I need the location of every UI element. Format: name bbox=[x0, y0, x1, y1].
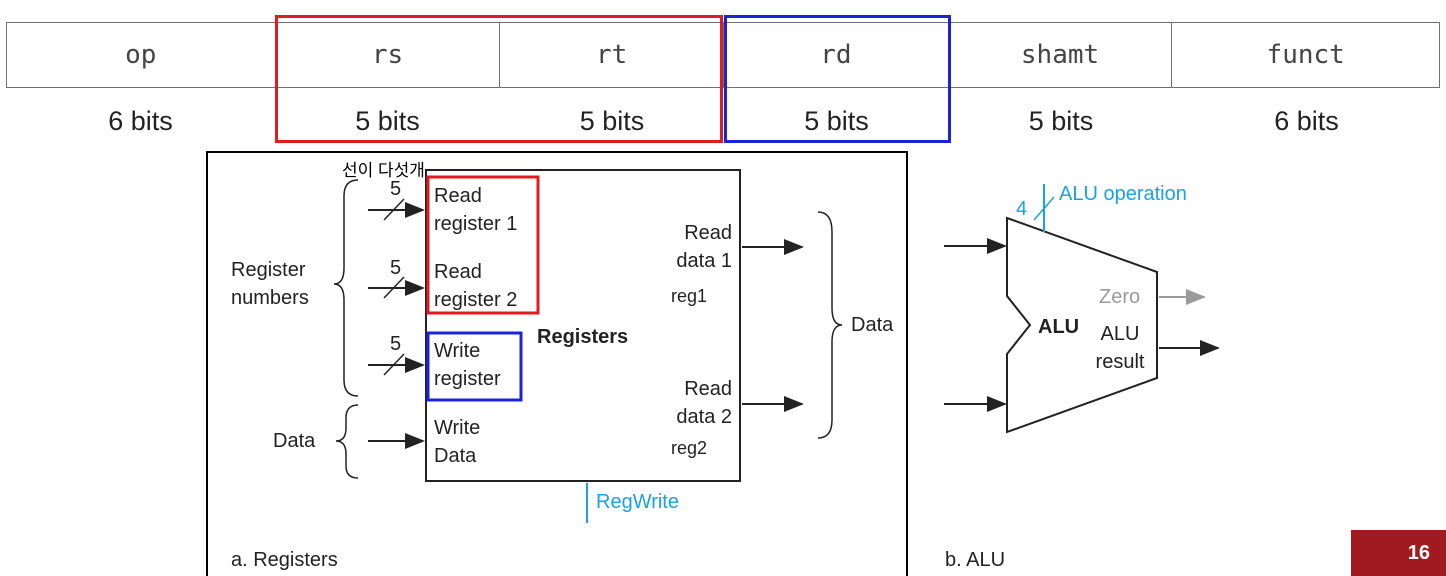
alu-operation-slash bbox=[1033, 196, 1055, 221]
field-op: op bbox=[7, 23, 276, 87]
reg1-label: reg1 bbox=[671, 286, 708, 306]
bus-slash-1 bbox=[383, 198, 405, 221]
bit-widths-row: 6 bits 5 bits 5 bits 5 bits 5 bits 6 bit… bbox=[6, 106, 1440, 137]
read-data-1-label: Read data 1 bbox=[676, 222, 732, 272]
register-file-box bbox=[425, 169, 741, 482]
field-rt: rt bbox=[500, 23, 724, 87]
data-out-label: Data bbox=[851, 314, 894, 336]
alu-shape bbox=[1006, 216, 1158, 434]
bits-shamt: 5 bits bbox=[1028, 106, 1094, 136]
bits-rs: 5 bits bbox=[355, 106, 420, 136]
registers-title: Registers bbox=[537, 326, 629, 348]
registers-figure-frame bbox=[206, 151, 908, 576]
read-register-2-label: Read register 2 bbox=[434, 261, 518, 311]
field-shamt: shamt bbox=[949, 23, 1173, 87]
field-rs: rs bbox=[276, 23, 501, 87]
alu-op-width-label: 4 bbox=[1016, 198, 1028, 220]
regwrite-label: RegWrite bbox=[596, 491, 679, 513]
page-number-badge: 16 bbox=[1351, 530, 1446, 576]
bits-funct: 6 bits bbox=[1274, 106, 1339, 136]
bus-slash-3 bbox=[383, 353, 405, 376]
annotation-korean: 선이 다섯개 bbox=[342, 161, 425, 180]
width-label-1: 5 bbox=[390, 178, 402, 200]
bits-rt: 5 bits bbox=[579, 106, 645, 136]
bus-slash-2 bbox=[383, 276, 405, 299]
register-numbers-brace bbox=[333, 179, 359, 397]
rd-highlight bbox=[724, 15, 951, 143]
alu-result-label: ALU result bbox=[1095, 323, 1145, 373]
rs-rt-highlight bbox=[275, 15, 723, 143]
read-registers-highlight bbox=[426, 175, 540, 315]
field-funct: funct bbox=[1266, 40, 1345, 70]
alu-zero-label: Zero bbox=[1099, 286, 1141, 308]
bits-op: 6 bits bbox=[108, 106, 173, 136]
width-label-3: 5 bbox=[390, 333, 402, 355]
data-in-label: Data bbox=[273, 430, 316, 452]
read-data-2-label: Read data 2 bbox=[676, 378, 732, 428]
alu-operation-label: ALU operation bbox=[1059, 183, 1187, 205]
write-register-highlight bbox=[426, 331, 523, 402]
read-register-1-label: Read register 1 bbox=[434, 185, 518, 235]
write-data-label: Write Data bbox=[434, 417, 481, 467]
width-label-2: 5 bbox=[390, 257, 402, 279]
alu-label: ALU bbox=[1038, 316, 1080, 338]
data-out-brace bbox=[817, 211, 843, 439]
registers-caption: a. Registers bbox=[231, 549, 338, 571]
register-numbers-label: Register numbers bbox=[231, 259, 309, 309]
alu-caption: b. ALU bbox=[945, 549, 1006, 571]
data-in-brace bbox=[335, 404, 359, 479]
instruction-format-table: op rs rt rd shamt funct bbox=[6, 22, 1440, 88]
bits-rd: 5 bits bbox=[804, 106, 869, 136]
reg2-label: reg2 bbox=[671, 438, 708, 458]
write-register-label: Write register bbox=[434, 340, 501, 390]
